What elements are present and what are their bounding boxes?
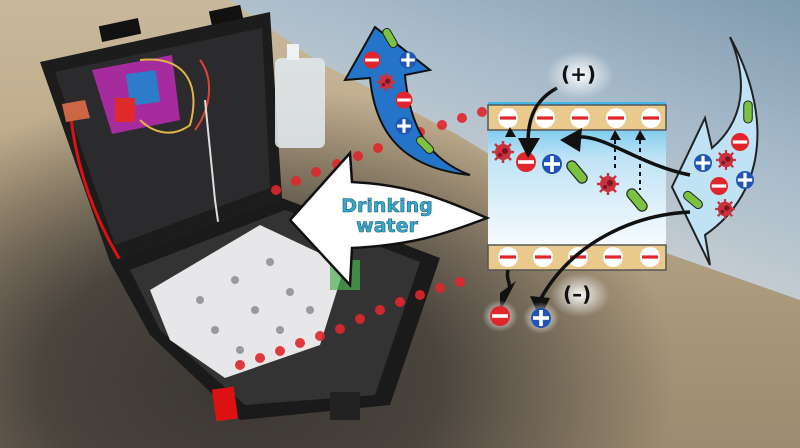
case-lid [40,4,282,262]
anode-label: (+) [561,62,597,86]
ed-channel-schematic [487,86,691,318]
drinking-water-label-line2: water [356,215,418,237]
cathode-label: (–) [563,282,592,306]
case-base [110,198,440,422]
drinking-water-label: Drinking water [312,195,462,237]
released-cation [490,306,510,326]
drinking-water-label-line1: Drinking [341,195,433,217]
waste-stream-arrow [343,25,471,176]
anode-glow [546,51,614,99]
released-anion [531,308,551,328]
water-jug [275,44,325,148]
drinking-water-arrow [288,149,491,289]
cathode-glow [550,273,610,317]
feed-stream-arrow [670,36,759,266]
